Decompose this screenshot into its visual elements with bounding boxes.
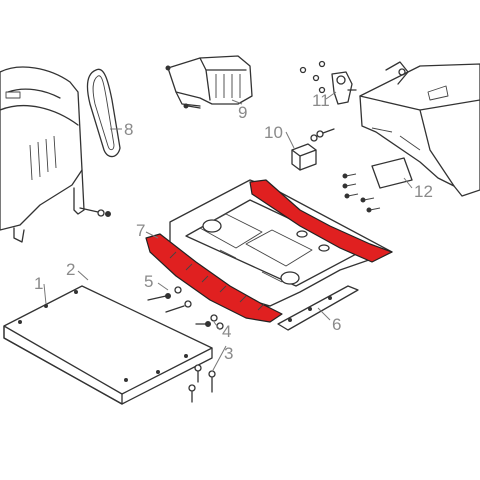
callout-3: 3 [224,344,233,363]
callout-7: 7 [136,221,145,240]
callout-9: 9 [238,103,247,122]
callout-5: 5 [144,272,153,291]
v-belt [86,68,121,158]
callout-12: 12 [414,182,433,201]
plate-bolts [188,364,216,403]
shroud-bolts [79,207,111,217]
callout-10: 10 [264,123,283,142]
engine [165,55,253,109]
skid-plate-rear [249,179,393,263]
callout-2: 2 [66,260,75,279]
callout-4: 4 [222,322,231,341]
bottom-plate [3,285,213,405]
handle-frame [359,61,480,197]
mounting-plate [342,157,413,213]
leader-lines [43,91,413,373]
skid-plate-front [145,233,283,323]
callout-6: 6 [332,315,341,334]
bracket [299,60,357,105]
callout-8: 8 [124,120,133,139]
frame-bolts [147,286,224,330]
engine-shroud [0,66,85,243]
callout-1: 1 [34,274,43,293]
callout-labels: 1 2 3 4 5 6 7 8 9 10 11 12 [34,91,433,363]
callout-11: 11 [312,91,330,110]
shock-mount [291,128,335,171]
